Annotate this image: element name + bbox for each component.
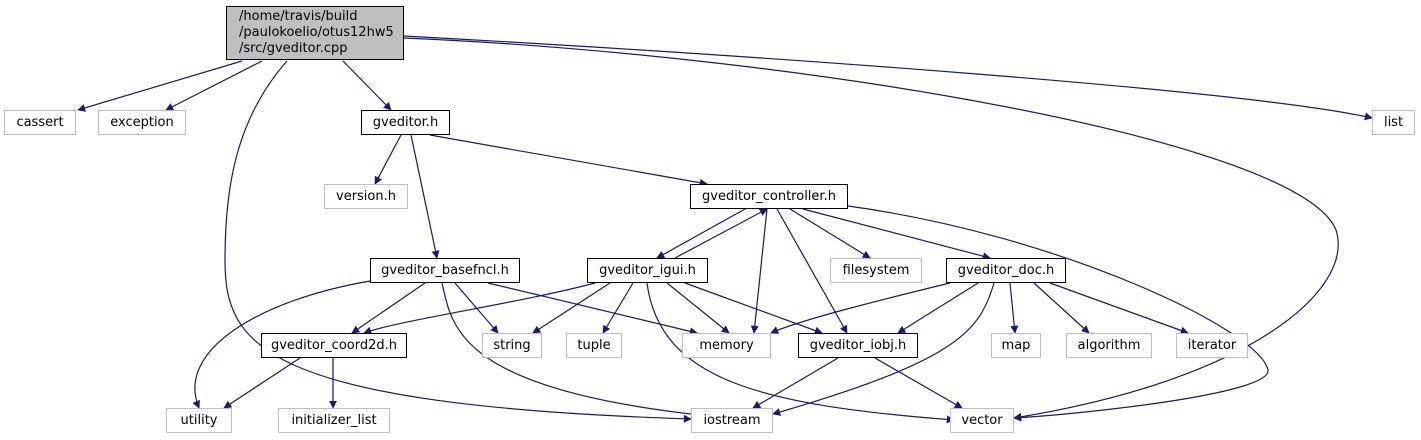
- utility-node: utility: [166, 408, 232, 433]
- edge-controller-igui: [656, 208, 746, 259]
- algorithm-node: algorithm: [1066, 333, 1152, 358]
- edge-root-list: [403, 35, 1373, 121]
- gveditor-doc-h-label: gveditor_doc.h: [957, 263, 1055, 278]
- root-path-line-1: /home/travis/build: [239, 9, 358, 24]
- algorithm-label: algorithm: [1077, 338, 1141, 353]
- gveditor-igui-h-label: gveditor_igui.h: [599, 263, 696, 278]
- edge-igui-vector: [646, 282, 955, 424]
- map-label: map: [1001, 338, 1031, 353]
- edge-root-iostream: [224, 60, 692, 423]
- edge-root-gveditor-h: [342, 60, 392, 111]
- initializer-list-label: initializer_list: [291, 413, 377, 428]
- utility-label: utility: [180, 413, 218, 428]
- gveditor-coord2d-h-node[interactable]: gveditor_coord2d.h: [261, 333, 407, 358]
- string-label: string: [493, 338, 531, 353]
- edge-controller-doc: [802, 208, 991, 261]
- vector-node: vector: [950, 408, 1014, 433]
- edge-igui-coord2d: [363, 282, 596, 335]
- root-path-line-3: /src/gveditor.cpp: [239, 41, 348, 56]
- gveditor-controller-h-node[interactable]: gveditor_controller.h: [690, 184, 848, 209]
- filesystem-label: filesystem: [842, 263, 910, 278]
- memory-node: memory: [682, 333, 771, 358]
- exception-label: exception: [110, 115, 174, 130]
- gveditor-h-label: gveditor.h: [372, 115, 439, 130]
- edge-root-vector: [403, 37, 1339, 421]
- cassert-node: cassert: [4, 110, 76, 135]
- initializer-list-node: initializer_list: [278, 408, 390, 433]
- cassert-label: cassert: [16, 115, 64, 130]
- iostream-node: iostream: [691, 408, 773, 433]
- edge-root-cassert: [77, 60, 243, 112]
- edge-doc-map: [1009, 282, 1019, 334]
- edge-controller-vector: [847, 205, 1269, 422]
- edge-igui-controller: [674, 208, 768, 259]
- edge-root-exception: [165, 60, 263, 111]
- tuple-label: tuple: [577, 338, 611, 353]
- gveditor-basefncl-h-node[interactable]: gveditor_basefncl.h: [370, 258, 520, 283]
- gveditor-cpp-node[interactable]: /home/travis/build /paulokoelio/otus12hw…: [226, 6, 404, 60]
- memory-label: memory: [699, 338, 754, 353]
- iterator-label: iterator: [1187, 338, 1237, 353]
- iostream-label: iostream: [703, 413, 761, 428]
- gveditor-igui-h-node[interactable]: gveditor_igui.h: [587, 258, 708, 283]
- edge-doc-iobj: [897, 282, 979, 334]
- list-node: list: [1372, 110, 1415, 135]
- edge-gveditor-h-version: [374, 134, 402, 185]
- edge-controller-memory: [750, 208, 768, 334]
- edge-iobj-vector: [874, 357, 963, 409]
- root-path-line-2: /paulokoelio/otus12hw5: [239, 25, 394, 40]
- edge-gveditor-h-controller: [429, 134, 708, 187]
- edge-basefncl-utility: [192, 280, 371, 409]
- gveditor-iobj-h-label: gveditor_iobj.h: [809, 338, 907, 353]
- vector-label: vector: [961, 413, 1003, 428]
- gveditor-doc-h-node[interactable]: gveditor_doc.h: [946, 258, 1066, 283]
- exception-node: exception: [98, 110, 186, 135]
- edge-basefncl-memory: [487, 282, 698, 336]
- edge-coord2d-utility: [223, 357, 301, 409]
- edge-iobj-iostream: [752, 357, 839, 409]
- edge-doc-algorithm: [1033, 282, 1090, 334]
- edge-igui-string: [532, 282, 611, 334]
- edge-gveditor-h-basefncl: [410, 134, 440, 259]
- gveditor-controller-h-label: gveditor_controller.h: [702, 189, 836, 204]
- edge-doc-iterator: [1049, 282, 1189, 335]
- gveditor-iobj-h-node[interactable]: gveditor_iobj.h: [798, 333, 918, 358]
- gveditor-coord2d-h-label: gveditor_coord2d.h: [270, 338, 398, 353]
- edge-igui-tuple: [602, 282, 634, 334]
- map-node: map: [991, 333, 1041, 358]
- edge-igui-iobj: [684, 282, 823, 335]
- tuple-node: tuple: [566, 333, 622, 358]
- iterator-node: iterator: [1176, 333, 1248, 358]
- gveditor-basefncl-h-label: gveditor_basefncl.h: [381, 263, 509, 278]
- edge-basefncl-coord2d: [351, 282, 426, 334]
- edge-igui-memory: [666, 282, 730, 334]
- edge-doc-iostream: [772, 282, 995, 416]
- list-label: list: [1383, 115, 1404, 130]
- edge-controller-filesystem: [789, 208, 871, 259]
- gveditor-h-node[interactable]: gveditor.h: [361, 110, 450, 135]
- edge-doc-memory: [770, 282, 951, 334]
- version-h-node: version.h: [324, 184, 408, 209]
- string-node: string: [482, 333, 542, 358]
- filesystem-node: filesystem: [830, 258, 922, 283]
- version-h-label: version.h: [336, 189, 396, 204]
